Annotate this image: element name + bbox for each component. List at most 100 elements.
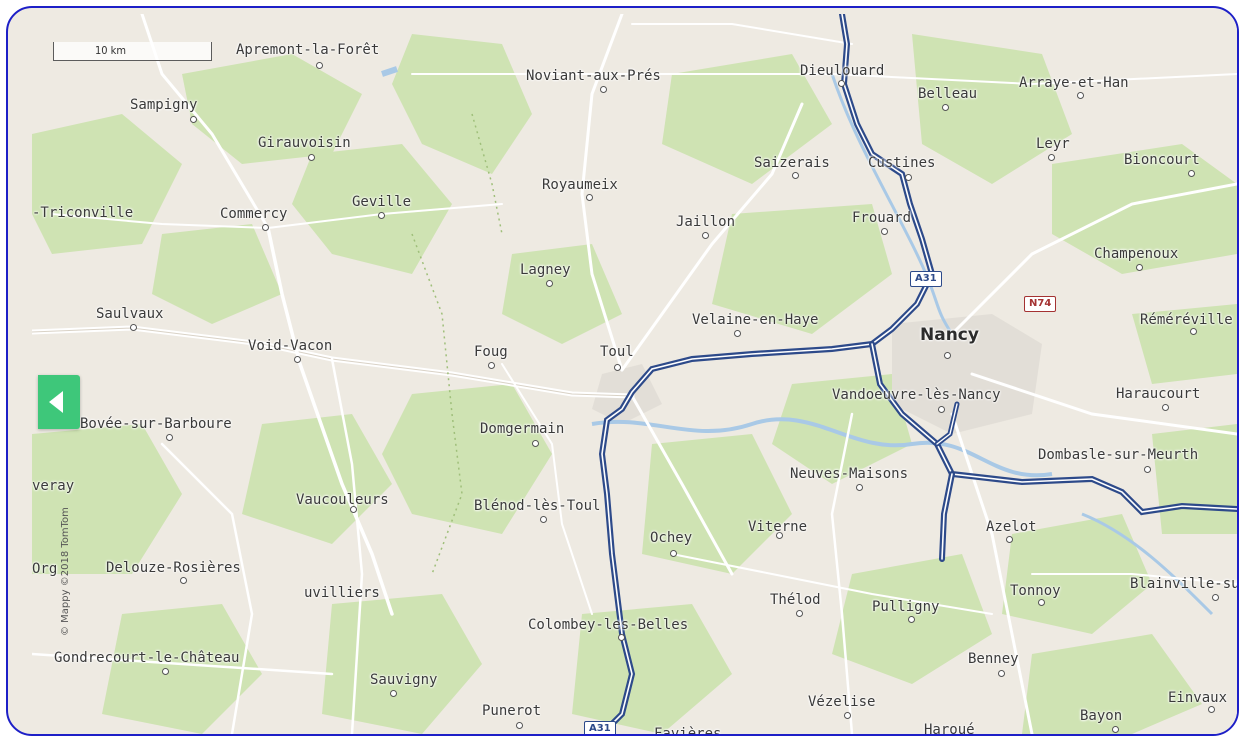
- place-dot: [881, 228, 888, 235]
- place-label[interactable]: Domgermain: [480, 421, 565, 437]
- route-shield-a31: A31: [910, 271, 942, 287]
- place-label[interactable]: Apremont-la-Forêt: [236, 42, 380, 58]
- place-label[interactable]: Champenoux: [1094, 246, 1179, 262]
- place-dot: [614, 364, 621, 371]
- place-dot: [618, 634, 625, 641]
- place-label[interactable]: Void-Vacon: [248, 338, 333, 354]
- place-label[interactable]: Custines: [868, 155, 936, 171]
- place-dot: [776, 532, 783, 539]
- place-label[interactable]: Azelot: [986, 519, 1037, 535]
- place-dot: [1136, 264, 1143, 271]
- map-attribution: © Mappy ©2018 TomTom: [60, 507, 71, 636]
- route-shield-n74: N74: [1024, 296, 1057, 312]
- place-label[interactable]: Favières: [654, 726, 722, 734]
- place-label[interactable]: Haroué: [924, 722, 975, 734]
- place-dot: [1038, 599, 1045, 606]
- place-dot: [162, 668, 169, 675]
- place-label[interactable]: Delouze-Rosières: [106, 560, 241, 576]
- place-dot: [856, 484, 863, 491]
- place-label[interactable]: Noviant-aux-Prés: [526, 68, 661, 84]
- place-label[interactable]: Benney: [968, 651, 1019, 667]
- place-dot: [938, 406, 945, 413]
- place-label[interactable]: Ochey: [650, 530, 693, 546]
- place-label[interactable]: Thélod: [770, 592, 821, 608]
- place-dot: [1048, 154, 1055, 161]
- place-label[interactable]: Sauvigny: [370, 672, 438, 688]
- place-dot: [1077, 92, 1084, 99]
- place-label[interactable]: Lagney: [520, 262, 571, 278]
- place-label[interactable]: -Triconville: [32, 205, 134, 221]
- place-dot: [350, 506, 357, 513]
- place-label[interactable]: Geville: [352, 194, 412, 210]
- place-label[interactable]: Royaumeix: [542, 177, 618, 193]
- place-label[interactable]: Bovée-sur-Barboure: [80, 416, 232, 432]
- place-dot: [130, 324, 137, 331]
- place-label[interactable]: Girauvoisin: [258, 135, 351, 151]
- place-label[interactable]: Org: [32, 561, 58, 577]
- place-dot: [600, 86, 607, 93]
- place-label[interactable]: Bioncourt: [1124, 152, 1200, 168]
- place-label[interactable]: Saizerais: [754, 155, 830, 171]
- motorway-route: [598, 14, 1237, 734]
- place-dot: [190, 116, 197, 123]
- place-dot: [540, 516, 547, 523]
- collapse-panel-button[interactable]: [38, 375, 80, 429]
- place-dot: [294, 356, 301, 363]
- place-label[interactable]: Frouard: [852, 210, 912, 226]
- place-dot: [488, 362, 495, 369]
- rivers: [381, 66, 1214, 616]
- place-label[interactable]: Commercy: [220, 206, 288, 222]
- place-label[interactable]: Pulligny: [872, 599, 940, 615]
- chevron-left-icon: [49, 391, 63, 413]
- place-label[interactable]: Vézelise: [808, 694, 876, 710]
- place-label[interactable]: Tonnoy: [1010, 583, 1061, 599]
- place-label[interactable]: Einvaux: [1168, 690, 1228, 706]
- place-dot: [316, 62, 323, 69]
- place-dot: [944, 352, 951, 359]
- place-label[interactable]: Gondrecourt-le-Château: [54, 650, 240, 666]
- place-dot: [516, 722, 523, 729]
- place-label[interactable]: Leyr: [1036, 136, 1070, 152]
- place-label[interactable]: Haraucourt: [1116, 386, 1201, 402]
- place-label[interactable]: uvilliers: [304, 585, 380, 601]
- place-dot: [734, 330, 741, 337]
- place-dot: [670, 550, 677, 557]
- scale-bar-label: 10 km: [94, 44, 127, 57]
- place-dot: [998, 670, 1005, 677]
- place-dot: [1212, 594, 1219, 601]
- place-label[interactable]: Arraye-et-Han: [1019, 75, 1129, 91]
- map-frame: Apremont-la-Forêt Noviant-aux-Prés Dieul…: [6, 6, 1239, 736]
- place-label[interactable]: Viterne: [748, 519, 808, 535]
- place-label[interactable]: Vandoeuvre-lès-Nancy: [832, 387, 1001, 403]
- place-label[interactable]: Velaine-en-Haye: [692, 312, 819, 328]
- place-label[interactable]: Dombasle-sur-Meurth: [1038, 447, 1199, 463]
- place-label[interactable]: Blainville-sur: [1130, 576, 1237, 592]
- place-label[interactable]: Bayon: [1080, 708, 1123, 724]
- place-label[interactable]: Sampigny: [130, 97, 198, 113]
- place-dot: [308, 154, 315, 161]
- place-label[interactable]: Belleau: [918, 86, 978, 102]
- place-label[interactable]: Saulvaux: [96, 306, 164, 322]
- place-dot: [905, 174, 912, 181]
- place-label[interactable]: Vaucouleurs: [296, 492, 389, 508]
- place-label[interactable]: veray: [32, 478, 75, 494]
- place-label[interactable]: Colombey-les-Belles: [528, 617, 689, 633]
- place-dot: [1188, 170, 1195, 177]
- place-label[interactable]: Jaillon: [676, 214, 736, 230]
- map-canvas[interactable]: Apremont-la-Forêt Noviant-aux-Prés Dieul…: [32, 14, 1237, 734]
- place-label[interactable]: Réméréville: [1140, 312, 1233, 328]
- place-label[interactable]: Dieulouard: [800, 63, 885, 79]
- place-dot: [702, 232, 709, 239]
- place-dot: [844, 712, 851, 719]
- place-label[interactable]: Punerot: [482, 703, 542, 719]
- place-dot: [1208, 706, 1215, 713]
- place-dot: [1112, 726, 1119, 733]
- place-dot: [546, 280, 553, 287]
- place-label[interactable]: Toul: [600, 344, 634, 360]
- place-label[interactable]: Neuves-Maisons: [790, 466, 909, 482]
- place-dot: [1144, 466, 1151, 473]
- place-label[interactable]: Blénod-lès-Toul: [474, 498, 601, 514]
- place-label[interactable]: Foug: [474, 344, 508, 360]
- place-label-major[interactable]: Nancy: [920, 325, 979, 345]
- place-dot: [166, 434, 173, 441]
